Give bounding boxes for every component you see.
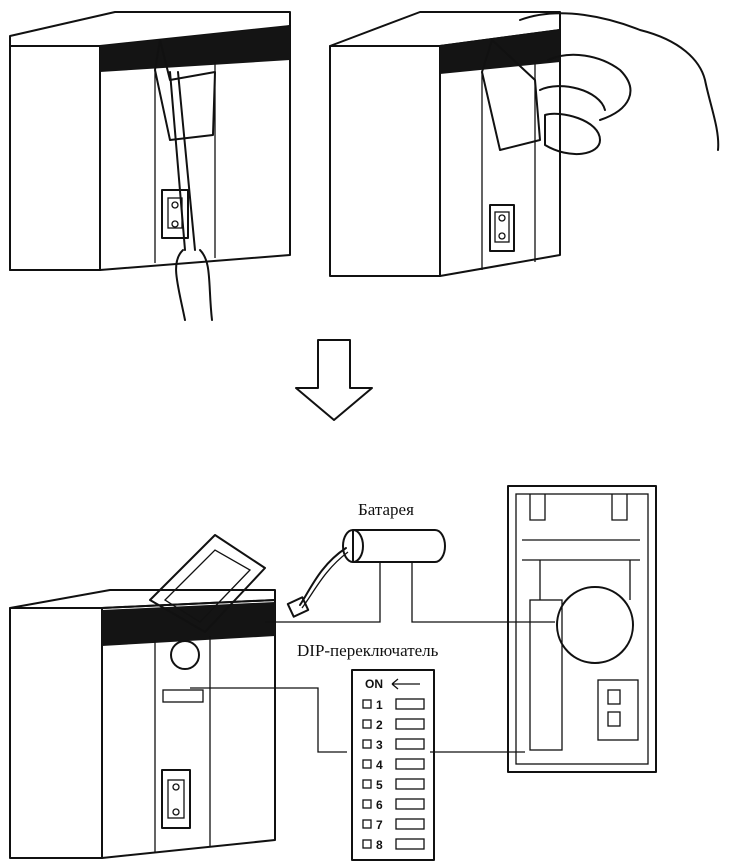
dip-switch-number: 8 (376, 838, 383, 852)
unit-open-cover (10, 535, 275, 858)
unit-dark-band (100, 26, 290, 72)
dip-switch-toggle (396, 719, 424, 729)
dip-switch-marker (363, 800, 371, 808)
dip-on-label: ON (365, 677, 383, 691)
dip-switch-toggle (396, 739, 424, 749)
cover-detail (508, 486, 656, 772)
dip-switch-number: 4 (376, 758, 383, 772)
dip-switch-toggle (396, 819, 424, 829)
dip-switch-toggle (396, 799, 424, 809)
dip-switch-label: DIP-переключатель (297, 641, 439, 660)
dip-switch-marker (363, 700, 371, 708)
dip-switch-number: 7 (376, 818, 383, 832)
dip-switch-marker (363, 760, 371, 768)
unit-dark-band (102, 602, 275, 646)
unit-dark-band (440, 30, 560, 74)
battery-label: Батарея (358, 500, 414, 519)
dip-switch-toggle (396, 759, 424, 769)
dip-switch-marker (363, 720, 371, 728)
dip-switch-number: 3 (376, 738, 383, 752)
dip-switch-toggle (396, 839, 424, 849)
unit-with-screwdriver (10, 12, 290, 320)
dip-switch-toggle (396, 699, 424, 709)
dip-switch-marker (363, 840, 371, 848)
dip-switch-marker (363, 820, 371, 828)
dip-switch-number: 1 (376, 698, 383, 712)
dip-switch-toggle (396, 779, 424, 789)
unit-with-hand (330, 12, 718, 276)
dip-switch-number: 2 (376, 718, 383, 732)
down-arrow-icon (296, 340, 372, 420)
dip-switch-number: 6 (376, 798, 383, 812)
dip-switch-number: 5 (376, 778, 383, 792)
battery-icon (288, 530, 445, 617)
dip-switch-panel: ON 1 2 3 4 5 6 7 8 (352, 670, 434, 860)
dip-switch-marker (363, 780, 371, 788)
dip-switch-marker (363, 740, 371, 748)
